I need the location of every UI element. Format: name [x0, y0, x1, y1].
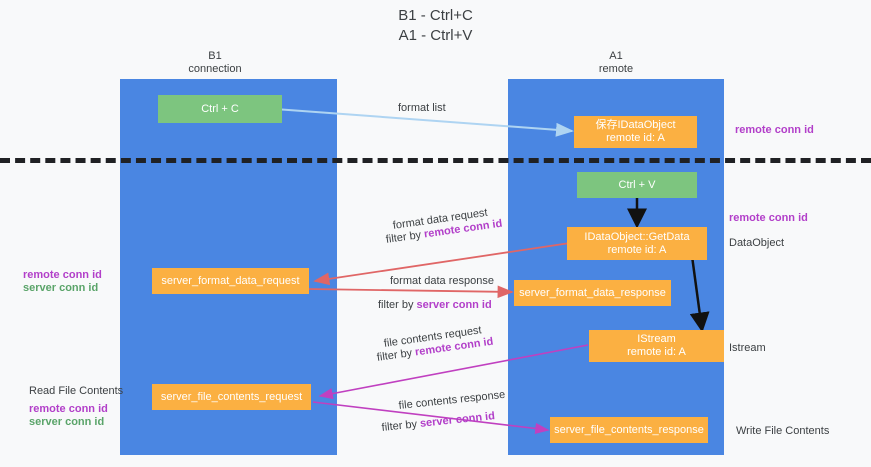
arrow-format-data-response	[307, 285, 514, 299]
annotation-istream: Istream	[729, 342, 766, 354]
node-save-idataobject[interactable]: 保存IDataObject remote id: A	[574, 116, 697, 148]
node-ctrl-c[interactable]: Ctrl + C	[158, 95, 282, 123]
filter-key-server-conn-id: server conn id	[416, 299, 492, 311]
edge-label-file-contents-response-filter: filter by server conn id	[381, 409, 496, 435]
edge-label-format-data-response-filter: filter by server conn id	[378, 298, 492, 312]
filter-key-server-conn-id: server conn id	[419, 410, 496, 430]
phase-divider	[0, 158, 871, 163]
annotation-write-file-contents: Write File Contents	[736, 425, 830, 437]
annotation-read-file-contents: Read File Contents	[29, 385, 124, 397]
column-header-b1: B1 connection	[188, 50, 242, 75]
node-server-file-contents-request[interactable]: server_file_contents_request	[152, 384, 311, 410]
filter-prefix: filter by	[381, 417, 421, 434]
annotation-left-remote-conn-id: remote conn id	[23, 269, 102, 281]
filter-prefix: filter by	[376, 346, 416, 364]
page-title: B1 - Ctrl+C A1 - Ctrl+V	[398, 7, 473, 44]
column-header-a1: A1 remote	[598, 50, 634, 75]
node-ctrl-v[interactable]: Ctrl + V	[577, 172, 697, 198]
node-server-format-data-request[interactable]: server_format_data_request	[152, 268, 309, 294]
annotation-remote-conn-id-top: remote conn id	[735, 124, 814, 136]
edge-label-format-data-response: format data response	[390, 275, 494, 287]
edge-label-format-list: format list	[398, 102, 446, 114]
annotation-left-server-conn-id-2: server conn id	[29, 416, 105, 428]
filter-prefix: filter by	[378, 299, 417, 311]
node-istream[interactable]: IStream remote id: A	[589, 330, 724, 362]
filter-prefix: filter by	[385, 228, 425, 246]
node-server-format-data-response[interactable]: server_format_data_response	[514, 280, 671, 306]
node-getdata[interactable]: IDataObject::GetData remote id: A	[567, 227, 707, 260]
annotation-left-server-conn-id: server conn id	[23, 282, 99, 294]
annotation-left-remote-conn-id-2: remote conn id	[29, 403, 108, 415]
annotation-remote-conn-id-mid: remote conn id	[729, 212, 808, 224]
annotation-dataobject: DataObject	[729, 237, 785, 249]
node-server-file-contents-response[interactable]: server_file_contents_response	[550, 417, 708, 443]
